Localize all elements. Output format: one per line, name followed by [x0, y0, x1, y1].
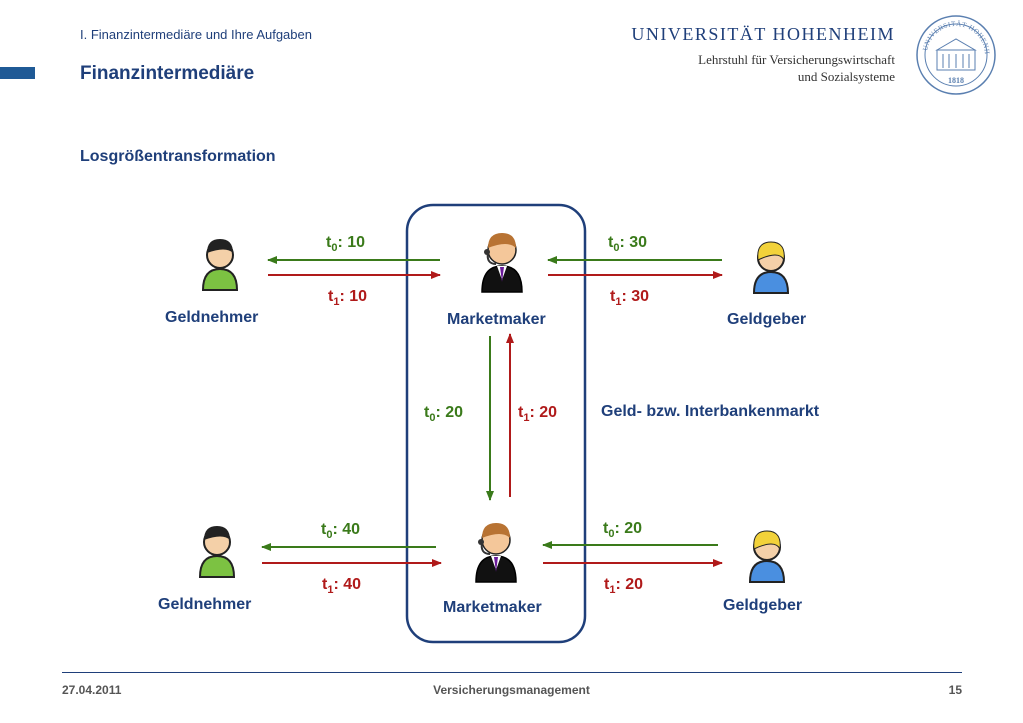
interbank-market-box	[405, 203, 587, 644]
university-seal-logo: UNIVERSITÄT HOHENHEIM 1818	[915, 14, 996, 95]
lender-bottom-icon	[748, 530, 786, 583]
top-right-t0-label: t0: 30	[608, 234, 648, 255]
footer-date: 27.04.2011	[62, 683, 122, 697]
chair-name-line-1: Lehrstuhl für Versicherungswirtschaft	[698, 52, 895, 67]
page-title: Finanzintermediäre	[80, 63, 255, 84]
top-left-t1-label: t1: 10	[328, 288, 368, 309]
chair-name-line-2: und Sozialsysteme	[797, 69, 895, 84]
svg-text:1818: 1818	[948, 76, 964, 85]
borrower-bottom-icon	[198, 526, 236, 578]
bottom-right-t0-label: t0: 20	[603, 520, 643, 541]
chapter-title: I. Finanzintermediäre und Ihre Aufgaben	[80, 27, 312, 42]
bottom-right-t1-label: t1: 20	[604, 576, 644, 597]
market-maker-top-label: Marketmaker	[447, 311, 546, 328]
university-name: UNIVERSITÄT HOHENHEIM	[631, 24, 895, 44]
footer-course: Versicherungsmanagement	[433, 683, 590, 697]
section-subtitle: Losgrößentransformation	[80, 148, 276, 165]
lender-bottom-label: Geldgeber	[723, 597, 803, 614]
market-maker-bottom-label: Marketmaker	[443, 599, 542, 616]
middle-down-t0-label: t0: 20	[424, 404, 464, 425]
middle-up-t1-label: t1: 20	[518, 404, 558, 425]
market-maker-top-icon	[481, 233, 523, 293]
footer-divider	[62, 672, 962, 673]
borrower-top-label: Geldnehmer	[165, 309, 259, 326]
bottom-left-t0-label: t0: 40	[321, 521, 361, 542]
page-number: 15	[948, 683, 962, 697]
accent-bar	[0, 67, 35, 79]
market-maker-bottom-icon	[475, 523, 517, 583]
bottom-left-t1-label: t1: 40	[322, 576, 362, 597]
borrower-top-icon	[201, 239, 239, 291]
top-left-t0-label: t0: 10	[326, 234, 366, 255]
lender-top-icon	[752, 241, 790, 294]
lender-top-label: Geldgeber	[727, 311, 807, 328]
top-right-t1-label: t1: 30	[610, 288, 650, 309]
borrower-bottom-label: Geldnehmer	[158, 596, 252, 613]
interbank-market-label: Geld- bzw. Interbankenmarkt	[601, 403, 820, 420]
